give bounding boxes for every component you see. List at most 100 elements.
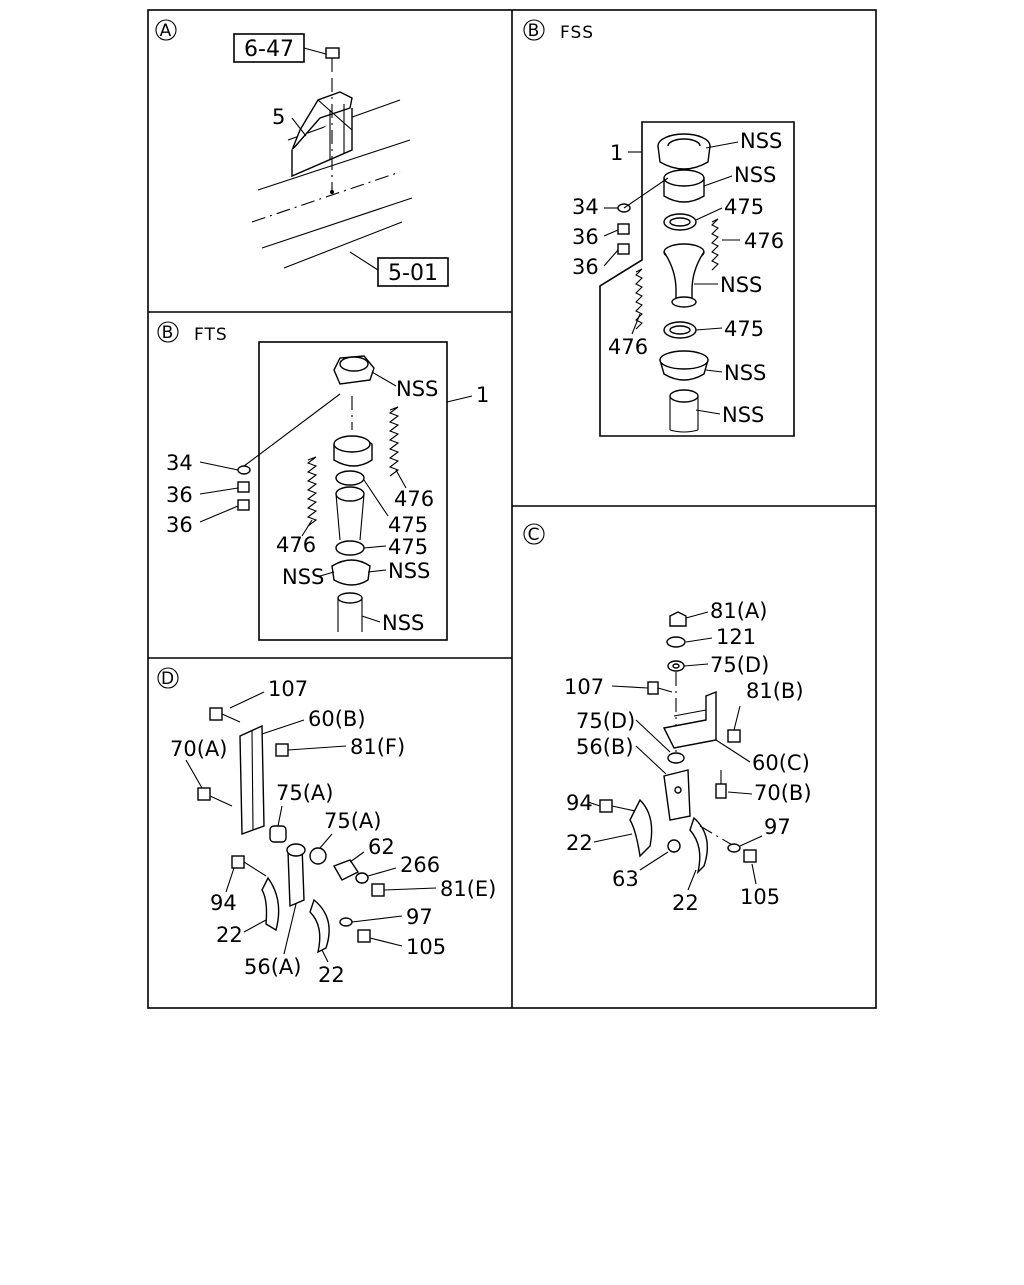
c-bolt-70b xyxy=(715,770,727,799)
c-clamp-22-left xyxy=(629,798,653,858)
panel-frames xyxy=(147,9,877,1009)
fss-label-nss-4: NSS xyxy=(724,361,766,385)
fss-label-34: 34 xyxy=(572,195,599,219)
c-label-105: 105 xyxy=(740,885,780,909)
fss-label-nss-1: NSS xyxy=(740,129,782,153)
fts-label-nss-4: NSS xyxy=(382,611,424,635)
d-label-94: 94 xyxy=(210,891,237,915)
fss-label-1: 1 xyxy=(610,141,623,165)
d-clamp-22-left xyxy=(261,876,280,932)
c-bush-63 xyxy=(667,839,681,853)
panel-d-id: D xyxy=(161,669,175,689)
assembly-box-fts xyxy=(258,341,448,641)
c-label-81b: 81(B) xyxy=(746,679,804,703)
panel-a: A 6-47 5 5-01 xyxy=(155,19,449,287)
fts-label-1: 1 xyxy=(476,383,489,407)
panel-b-fts-title: FTS xyxy=(194,325,228,345)
fss-label-36-a: 36 xyxy=(572,225,599,249)
panel-c: C 81(A) 121 75(D) 107 81(B) xyxy=(523,523,812,915)
bracket-part-5 xyxy=(291,91,353,178)
fss-label-nss-5: NSS xyxy=(722,403,764,427)
c-bolt-107 xyxy=(647,681,673,695)
fts-seat-upper xyxy=(333,435,373,467)
nut-36-fss-a xyxy=(617,223,630,235)
d-label-107: 107 xyxy=(268,677,308,701)
c-bracket-60c xyxy=(662,690,717,749)
fts-label-36-b: 36 xyxy=(166,513,193,537)
d-label-70a: 70(A) xyxy=(170,737,227,761)
fss-label-475-b: 475 xyxy=(724,317,764,341)
bolt-6-47 xyxy=(325,47,340,194)
panel-b-fss-title: FSS xyxy=(560,23,594,43)
c-washer-121 xyxy=(666,636,686,648)
fts-label-34: 34 xyxy=(166,451,193,475)
ref-box-5-01 xyxy=(377,257,449,287)
fts-label-476-a: 476 xyxy=(394,487,434,511)
fts-label-475-b: 475 xyxy=(388,535,428,559)
fts-tube-bottom xyxy=(337,592,363,632)
c-label-60c: 60(C) xyxy=(752,751,810,775)
fts-washer-34 xyxy=(237,465,251,475)
fss-label-nss-3: NSS xyxy=(720,273,762,297)
d-clamp-22-right xyxy=(309,898,330,954)
panel-b-fts-id: B xyxy=(162,323,175,343)
fts-ring-475-lower xyxy=(335,540,365,556)
panel-d-marker xyxy=(157,667,179,689)
d-label-81f: 81(F) xyxy=(350,735,405,759)
d-hanger-56a xyxy=(286,843,306,908)
d-bush-75a-left xyxy=(269,825,287,843)
flange-nss-top xyxy=(657,133,711,170)
d-label-97: 97 xyxy=(406,905,433,929)
fts-label-nss-1: NSS xyxy=(396,377,438,401)
fts-flange-nss xyxy=(333,355,375,385)
seat-nss-lower xyxy=(659,350,709,381)
fss-label-476-b: 476 xyxy=(608,335,648,359)
spring-476-left xyxy=(635,268,643,330)
d-bracket-60b xyxy=(239,724,265,835)
fts-pipe-middle xyxy=(335,486,365,541)
fts-spring-476-right xyxy=(388,406,400,477)
c-washer-97 xyxy=(727,843,741,853)
seat-nss-upper xyxy=(663,169,705,203)
c-washer-75d-top xyxy=(667,660,685,672)
panel-b-fts: B FTS xyxy=(157,321,489,641)
fss-label-475-a: 475 xyxy=(724,195,764,219)
d-sleeve-62 xyxy=(332,859,360,881)
fts-ring-475-upper xyxy=(335,470,365,486)
d-bolt-107 xyxy=(209,707,241,723)
c-label-56b: 56(B) xyxy=(576,735,634,759)
d-label-22-left: 22 xyxy=(216,923,243,947)
fss-label-476-a: 476 xyxy=(744,229,784,253)
ref-label-5-01: 5-01 xyxy=(388,261,438,286)
c-label-81a: 81(A) xyxy=(710,599,767,623)
fts-label-nss-3: NSS xyxy=(388,559,430,583)
d-nut-81f xyxy=(275,743,289,757)
c-label-63: 63 xyxy=(612,867,639,891)
fts-label-475-a: 475 xyxy=(388,513,428,537)
fts-label-36-a: 36 xyxy=(166,483,193,507)
fss-label-nss-2: NSS xyxy=(734,163,776,187)
d-label-75a-right: 75(A) xyxy=(324,809,381,833)
c-label-70b: 70(B) xyxy=(754,781,812,805)
c-label-121: 121 xyxy=(716,625,756,649)
panel-b-fss: B FSS xyxy=(523,19,795,437)
c-hanger-56b xyxy=(663,769,691,821)
d-label-60b: 60(B) xyxy=(308,707,366,731)
ref-label-6-47: 6-47 xyxy=(244,37,294,62)
d-label-62: 62 xyxy=(368,835,395,859)
panel-c-marker xyxy=(523,523,545,545)
panel-a-marker xyxy=(155,19,177,41)
nut-36-fss-b xyxy=(617,243,630,255)
panel-b-fts-marker xyxy=(157,321,179,343)
d-label-56a: 56(A) xyxy=(244,955,301,979)
c-label-97: 97 xyxy=(764,815,791,839)
d-washer-97 xyxy=(339,917,353,927)
c-label-107: 107 xyxy=(564,675,604,699)
fts-label-nss-2: NSS xyxy=(282,565,324,589)
d-bolt-94 xyxy=(231,855,267,877)
pipe-nss-middle xyxy=(663,243,705,308)
c-nut-81a xyxy=(669,611,687,627)
d-label-266: 266 xyxy=(400,853,440,877)
fts-spring-476-left xyxy=(306,456,318,527)
c-label-75d-top: 75(D) xyxy=(710,653,769,677)
